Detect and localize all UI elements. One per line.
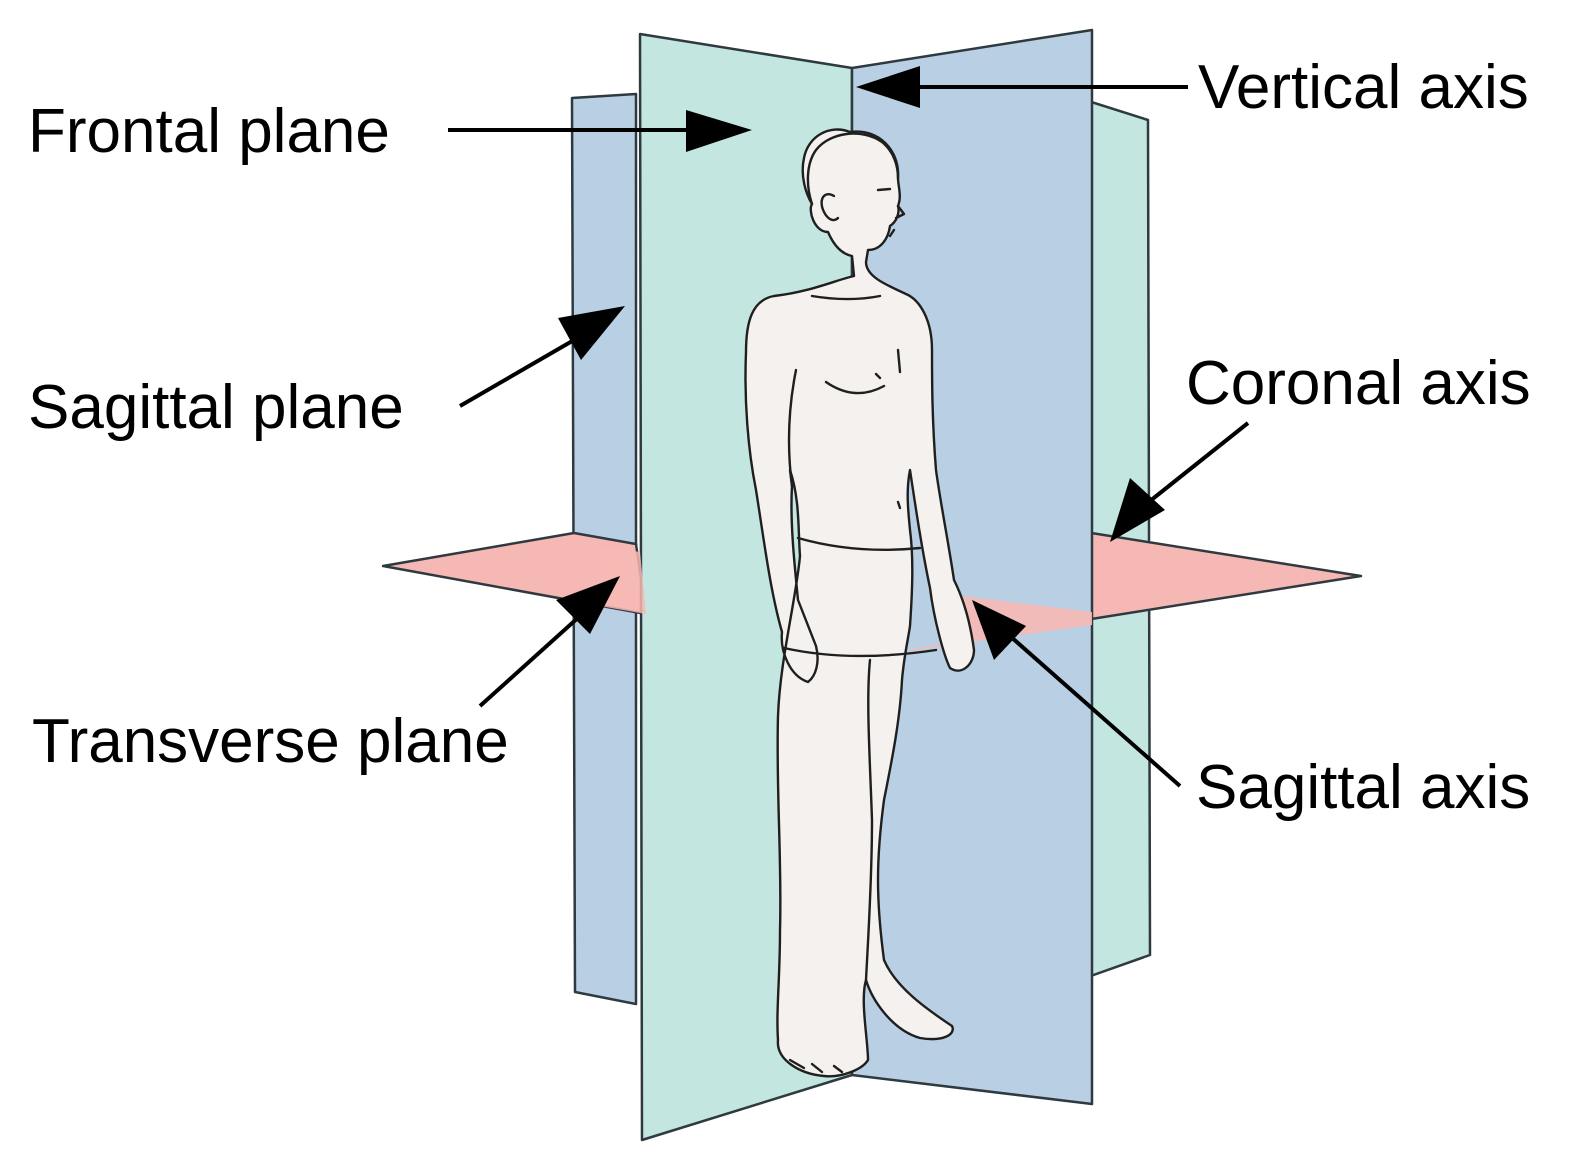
- sagittal-plane-label: Sagittal plane: [28, 373, 404, 442]
- coronal-axis-arrowhead: [1110, 478, 1165, 542]
- vertical-axis-arrowhead: [856, 66, 920, 108]
- figure-shorts-hem: [782, 646, 938, 658]
- figure-navel: [896, 500, 902, 510]
- vertical-axis-label: Vertical axis: [1198, 53, 1529, 122]
- transverse-plane-right-wing: [1083, 530, 1363, 622]
- coronal-axis-label: Coronal axis: [1186, 349, 1531, 418]
- sagittal-plane-arrowhead: [558, 306, 625, 360]
- figure-chest: [824, 348, 902, 395]
- figure-ear: [820, 193, 840, 222]
- sagittal-axis-arrowhead: [972, 600, 1026, 660]
- frontal-plane-arrowhead: [686, 110, 752, 152]
- sagittal-axis-leader: [1008, 634, 1182, 788]
- figure-face: [888, 204, 906, 238]
- figure-hair: [806, 132, 900, 206]
- coronal-axis-leader: [1143, 421, 1250, 507]
- transverse-plane-leader: [478, 614, 582, 708]
- leaders: [448, 66, 1250, 788]
- labels: Frontal plane Vertical axis Sagittal pla…: [28, 53, 1531, 822]
- transverse-plane-arrowhead: [556, 576, 620, 634]
- sagittal-axis-label: Sagittal axis: [1196, 753, 1530, 822]
- figure-collar: [810, 294, 882, 301]
- human-figure: [744, 128, 976, 1078]
- figure-silhouette: [744, 128, 976, 1078]
- figure-arm-line: [787, 368, 798, 488]
- sagittal-plane-leader: [458, 338, 576, 408]
- transverse-plane-front-left: [600, 546, 646, 614]
- figure-feet: [788, 1058, 844, 1074]
- transverse-plane-label: Transverse plane: [32, 707, 509, 776]
- figure-waistband: [796, 536, 922, 552]
- figure-inner-leg: [864, 658, 874, 982]
- frontal-plane-label: Frontal plane: [28, 97, 390, 166]
- figure-eye: [876, 187, 892, 192]
